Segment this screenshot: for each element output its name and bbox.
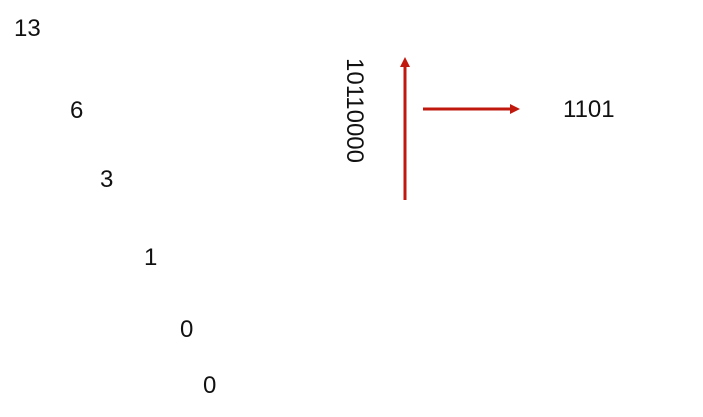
remainder-bits-vertical: 10110000 — [341, 58, 368, 163]
division-step-value: 6 — [70, 97, 84, 124]
division-step-value: 13 — [14, 15, 41, 42]
division-step-value: 0 — [203, 372, 217, 399]
division-step-value: 1 — [144, 244, 158, 271]
division-step-value: 3 — [100, 166, 114, 193]
binary-result: 1101 — [563, 96, 615, 123]
division-step-value: 0 — [180, 316, 194, 343]
